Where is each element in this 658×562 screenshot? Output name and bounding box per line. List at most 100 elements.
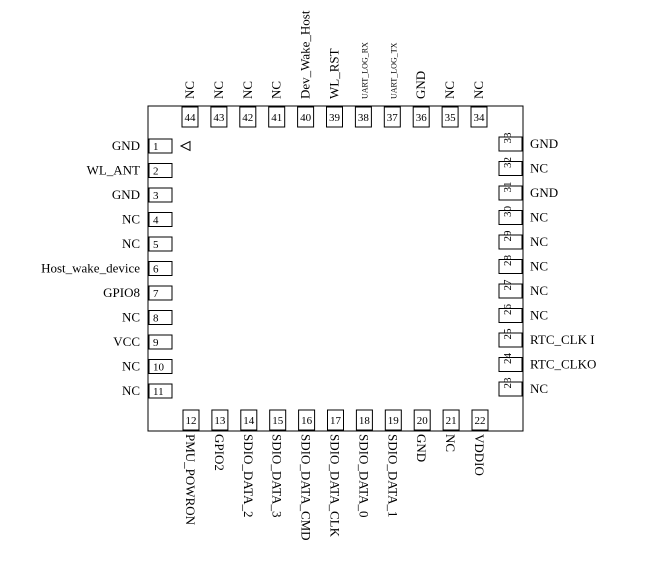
pin-label-31: GND bbox=[530, 185, 558, 200]
pin-number-17: 17 bbox=[330, 415, 342, 427]
pin-label-29: NC bbox=[530, 234, 548, 249]
pin-label-30: NC bbox=[530, 210, 548, 225]
pin-number-44: 44 bbox=[185, 112, 197, 124]
pin-number-34: 34 bbox=[474, 112, 486, 124]
pin-number-29: 29 bbox=[502, 230, 514, 242]
pin-number-16: 16 bbox=[301, 415, 313, 427]
pin-number-30: 30 bbox=[502, 206, 514, 218]
pin-label-19: SDIO_DATA_1 bbox=[385, 434, 400, 517]
pin-number-14: 14 bbox=[243, 415, 255, 427]
pin-number-38: 38 bbox=[358, 112, 370, 124]
pin-label-26: NC bbox=[530, 308, 548, 323]
pin-box-39 bbox=[326, 106, 343, 128]
pin-box-19 bbox=[384, 409, 402, 431]
pin-number-35: 35 bbox=[445, 112, 457, 124]
pin-number-33: 33 bbox=[502, 132, 514, 144]
pin-label-25: RTC_CLK I bbox=[530, 332, 595, 347]
pin-box-37 bbox=[383, 106, 401, 128]
pin-label-38: UART_LOG_RX bbox=[360, 42, 369, 99]
pin-box-6 bbox=[148, 261, 173, 276]
pin-label-32: NC bbox=[530, 161, 548, 176]
pin-box-33 bbox=[498, 136, 523, 152]
pin-number-43: 43 bbox=[213, 112, 225, 124]
pin-box-20 bbox=[413, 409, 431, 431]
pins-group: 1GND2WL_ANT3GND4NC5NC6Host_wake_device7G… bbox=[41, 10, 596, 540]
pin-label-6: Host_wake_device bbox=[41, 261, 140, 276]
pin-number-24: 24 bbox=[502, 353, 514, 365]
pin-box-8 bbox=[148, 310, 173, 325]
chip-body bbox=[147, 105, 524, 432]
pin-label-35: NC bbox=[442, 81, 457, 99]
pin-number-27: 27 bbox=[502, 279, 514, 291]
pin-label-37: UART_LOG_TX bbox=[389, 42, 398, 99]
pin-label-16: SDIO_DATA_CMD bbox=[299, 434, 314, 541]
pin-label-17: SDIO_DATA_CLK bbox=[328, 434, 343, 538]
pin-number-15: 15 bbox=[272, 415, 284, 427]
pin-label-20: GND bbox=[414, 434, 429, 462]
pin-box-14 bbox=[240, 409, 258, 431]
pin-label-4: NC bbox=[122, 212, 140, 227]
pin-box-12 bbox=[182, 409, 200, 431]
pin-number-20: 20 bbox=[417, 415, 429, 427]
pin-label-33: GND bbox=[530, 136, 558, 151]
pin-number-22: 22 bbox=[475, 415, 486, 427]
pin-box-3 bbox=[148, 187, 173, 203]
pin-box-17 bbox=[327, 409, 344, 431]
pin-box-41 bbox=[268, 106, 286, 128]
pin-box-35 bbox=[441, 106, 459, 128]
pin-box-31 bbox=[498, 185, 523, 201]
pin-number-42: 42 bbox=[242, 112, 253, 124]
pin-number-5: 5 bbox=[153, 239, 159, 251]
pin-number-26: 26 bbox=[502, 304, 514, 316]
pin-number-13: 13 bbox=[214, 415, 226, 427]
pin-label-40: Dev_Wake_Host bbox=[298, 10, 313, 99]
pin-number-11: 11 bbox=[153, 386, 164, 398]
pin-label-28: NC bbox=[530, 259, 548, 274]
pin-box-7 bbox=[148, 285, 173, 301]
pin-number-39: 39 bbox=[329, 112, 341, 124]
pin-box-40 bbox=[297, 106, 315, 128]
pin-label-11: NC bbox=[122, 383, 140, 398]
pin-number-1: 1 bbox=[153, 141, 159, 153]
pin-box-21 bbox=[442, 409, 460, 431]
pin-label-10: NC bbox=[122, 359, 140, 374]
pin-number-37: 37 bbox=[387, 112, 399, 124]
pin-label-9: VCC bbox=[113, 334, 140, 349]
pin-box-22 bbox=[471, 409, 489, 431]
pin-label-23: NC bbox=[530, 381, 548, 396]
pin-box-15 bbox=[269, 409, 287, 431]
pin-label-24: RTC_CLKO bbox=[530, 357, 596, 372]
pin-box-36 bbox=[412, 106, 430, 128]
pin-label-15: SDIO_DATA_3 bbox=[270, 434, 285, 517]
pin-label-41: NC bbox=[269, 81, 284, 99]
pin-box-16 bbox=[298, 409, 316, 431]
pin-number-7: 7 bbox=[153, 288, 159, 300]
pin-label-36: GND bbox=[413, 71, 428, 99]
pin-box-23 bbox=[498, 381, 523, 397]
pin-label-34: NC bbox=[471, 81, 486, 99]
triangle-marker-icon bbox=[179, 140, 191, 152]
pin-box-18 bbox=[355, 409, 373, 431]
pin-box-10 bbox=[148, 359, 173, 374]
pin-box-44 bbox=[181, 106, 199, 128]
pin-box-42 bbox=[239, 106, 257, 128]
pin-label-14: SDIO_DATA_2 bbox=[241, 434, 256, 517]
pin-number-2: 2 bbox=[153, 166, 159, 178]
pin-box-26 bbox=[498, 308, 523, 323]
pin-label-22: VDDIO bbox=[472, 434, 487, 476]
pin-box-43 bbox=[210, 106, 228, 128]
pin-number-31: 31 bbox=[502, 182, 514, 193]
pin-box-28 bbox=[498, 259, 523, 274]
pin-number-9: 9 bbox=[153, 337, 159, 349]
pin-label-7: GPIO8 bbox=[103, 285, 140, 300]
pin-label-2: WL_ANT bbox=[87, 163, 140, 178]
pin-label-39: WL_RST bbox=[327, 48, 342, 99]
pin-label-3: GND bbox=[112, 187, 140, 202]
pin-label-27: NC bbox=[530, 283, 548, 298]
pin-label-21: NC bbox=[443, 434, 458, 452]
pin-number-8: 8 bbox=[153, 313, 159, 325]
pin-box-9 bbox=[148, 334, 173, 350]
pin-number-4: 4 bbox=[153, 215, 159, 227]
